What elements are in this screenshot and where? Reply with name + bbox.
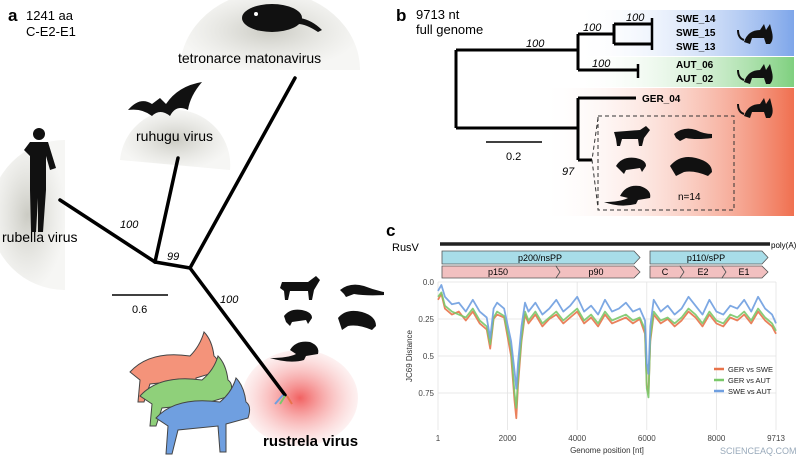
label-rubella: rubella virus xyxy=(2,229,77,245)
zebra-icon xyxy=(280,276,320,300)
panel-c-letter: c xyxy=(386,221,395,240)
bootstrap-b-ger: 97 xyxy=(562,166,575,178)
panel-a: a 1241 aa C-E2-E1 100 99 100 tetronarce … xyxy=(0,0,384,455)
label-p150: p150 xyxy=(488,267,508,277)
xtick-label-5: 9713 xyxy=(767,434,785,443)
protein-labels: p200/nsPP p150 p90 p110/sPP C E2 E1 xyxy=(488,253,750,277)
series-line-1 xyxy=(437,291,777,409)
tree-b-branches xyxy=(454,22,652,162)
bootstrap-a-3: 100 xyxy=(220,294,239,306)
ytick-label-0: 0.0 xyxy=(423,278,435,287)
bootstrap-b-root: 100 xyxy=(526,38,545,50)
panel-a-subtitle-1: 1241 aa xyxy=(26,8,74,23)
panel-c: c RusV poly(A) p200/nsPP p150 p90 p110/s… xyxy=(386,221,797,456)
otter-icon-a xyxy=(340,284,384,297)
genome-label: RusV xyxy=(392,242,420,254)
scale-label-b: 0.2 xyxy=(506,151,521,163)
leaf-swe-14: SWE_14 xyxy=(676,14,716,25)
host-box xyxy=(597,115,735,211)
protein-bars xyxy=(441,250,769,279)
panel-b-subtitle-1: 9713 nt xyxy=(416,7,460,22)
bootstrap-b-swe-inner: 100 xyxy=(626,12,645,24)
host-animals xyxy=(604,126,712,206)
label-ruhugu: ruhugu virus xyxy=(136,128,213,144)
leaf-swe-15: SWE_15 xyxy=(676,28,716,39)
cat-silhouettes xyxy=(129,331,251,455)
legend-label-2: SWE vs AUT xyxy=(728,387,772,396)
xtick-label-1: 2000 xyxy=(499,434,517,443)
panel-a-letter: a xyxy=(8,6,18,25)
cat-icon-swe xyxy=(737,24,773,44)
legend-label-0: GER vs SWE xyxy=(728,365,773,374)
rodent-icon-a xyxy=(338,310,376,330)
cat-icon-ger xyxy=(737,98,773,118)
label-p110: p110/sPP xyxy=(687,253,725,263)
xtick-label-0: 1 xyxy=(436,434,441,443)
ytick-label-3: 0.75 xyxy=(418,389,434,398)
label-c: C xyxy=(662,267,669,277)
bat-icon xyxy=(128,82,202,116)
host-count: n=14 xyxy=(678,192,701,203)
bar-p90 xyxy=(555,265,641,279)
label-e2: E2 xyxy=(697,267,708,277)
tree-a-branches xyxy=(58,76,297,397)
watermark: SCIENCEAQ.COM xyxy=(720,446,797,456)
bootstrap-a-2: 99 xyxy=(167,251,179,263)
rodent-icon-b xyxy=(670,157,712,176)
x-axis-label: Genome position [nt] xyxy=(570,446,644,455)
tetronarce-halo xyxy=(180,0,360,70)
host-box-bracket xyxy=(591,117,599,209)
rustrela-tips xyxy=(274,394,293,405)
distance-chart: 0.0 0.25 0.5 0.75 1 2000 4000 6000 8000 9713Genom… xyxy=(405,278,785,455)
y-axis-label: JC69 Distance xyxy=(405,329,414,382)
panel-a-subtitle-2: C-E2-E1 xyxy=(26,24,76,39)
rustrela-halo xyxy=(242,350,358,446)
leaf-swe-13: SWE_13 xyxy=(676,42,716,53)
label-p90: p90 xyxy=(588,267,603,277)
polya-label: poly(A) xyxy=(771,241,797,250)
mouse-icon-b2 xyxy=(604,185,651,206)
label-tetronarce: tetronarce matonavirus xyxy=(178,50,321,66)
bootstrap-b-swe: 100 xyxy=(583,22,602,34)
bar-p200 xyxy=(441,250,641,265)
ytick-label-2: 0.5 xyxy=(423,352,435,361)
xtick-label-4: 8000 xyxy=(707,434,725,443)
label-rustrela: rustrela virus xyxy=(263,433,358,450)
ruhugu-halo xyxy=(120,109,231,170)
label-p200: p200/nsPP xyxy=(518,253,562,263)
label-e1: E1 xyxy=(738,267,749,277)
leaf-aut-06: AUT_06 xyxy=(676,60,714,71)
zebra-icon-b xyxy=(614,126,650,146)
cat-icon-aut xyxy=(737,64,773,84)
series-line-2 xyxy=(437,284,777,390)
mouse-icon-b1 xyxy=(616,157,646,174)
bar-p110 xyxy=(649,250,769,265)
scale-label-a: 0.6 xyxy=(132,304,147,316)
xtick-label-2: 4000 xyxy=(568,434,586,443)
panel-b: b 9713 nt full genome 100 100 100 100 xyxy=(396,6,794,216)
xtick-label-3: 6000 xyxy=(638,434,656,443)
otter-icon-b xyxy=(674,128,712,141)
legend-label-1: GER vs AUT xyxy=(728,376,771,385)
leaf-aut-02: AUT_02 xyxy=(676,74,714,85)
leaf-ger-04: GER_04 xyxy=(642,94,681,105)
panel-b-subtitle-2: full genome xyxy=(416,22,483,37)
bootstrap-a-1: 100 xyxy=(120,219,139,231)
ytick-label-1: 0.25 xyxy=(418,315,434,324)
bootstrap-b-aut: 100 xyxy=(592,58,611,70)
stingray-icon xyxy=(242,4,322,32)
tree-b-tips xyxy=(636,18,654,78)
mouse-icon-a2 xyxy=(270,341,319,362)
bar-e1 xyxy=(721,265,769,279)
human-icon xyxy=(24,128,56,232)
panel-b-letter: b xyxy=(396,6,406,25)
mouse-icon-a1 xyxy=(284,309,312,326)
